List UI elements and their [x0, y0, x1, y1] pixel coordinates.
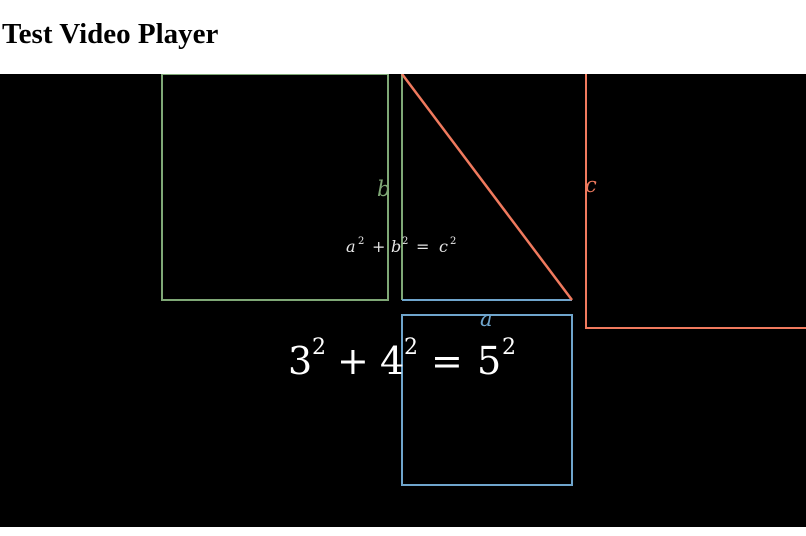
square-b: [161, 74, 389, 301]
formula-example-exp2: 2: [404, 335, 418, 360]
video-frame-canvas: b c a a 2 + b 2 = c 2 3 2 + 4 2 =: [161, 74, 806, 486]
formula-example-base3: 5: [477, 339, 501, 383]
formula-example-plus: +: [337, 339, 369, 383]
formula-general-c: c: [439, 237, 448, 256]
formula-general-exp-b: 2: [402, 236, 408, 247]
formula-example-exp3: 2: [502, 335, 516, 360]
triangle-hypotenuse: [401, 74, 573, 301]
formula-example-base2: 4: [380, 339, 404, 383]
label-c: c: [585, 173, 597, 197]
square-c: [585, 74, 806, 329]
formula-general-plus: +: [372, 237, 385, 256]
formula-general-a: a: [346, 237, 356, 256]
formula-general-exp-c: 2: [450, 236, 456, 247]
formula-general-exp-a: 2: [358, 236, 364, 247]
formula-general-b: b: [391, 237, 401, 256]
formula-example-exp1: 2: [312, 335, 326, 360]
formula-example: 3 2 + 4 2 = 5 2: [288, 335, 516, 383]
formula-example-equals: =: [431, 339, 463, 383]
page-title: Test Video Player: [2, 18, 219, 50]
formula-general-equals: =: [416, 237, 429, 256]
label-a: a: [480, 307, 493, 331]
label-b: b: [377, 177, 390, 201]
square-a: [401, 314, 573, 486]
formula-example-base1: 3: [288, 339, 312, 383]
formula-general: a 2 + b 2 = c 2: [346, 236, 456, 256]
video-player[interactable]: b c a a 2 + b 2 = c 2 3 2 + 4 2 =: [0, 74, 806, 527]
